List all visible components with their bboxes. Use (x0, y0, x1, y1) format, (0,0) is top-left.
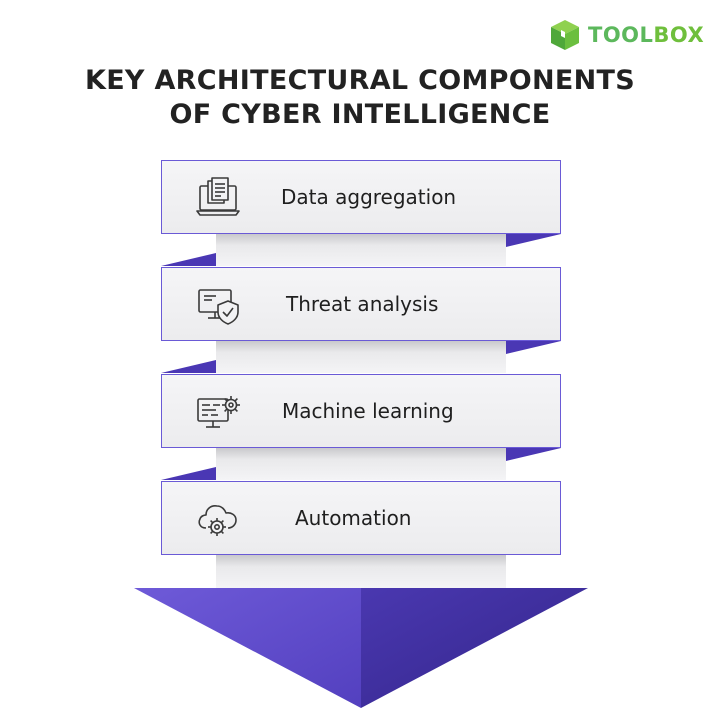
toolbox-logo: TOOLBOX (548, 20, 704, 50)
documents-laptop-icon (196, 177, 240, 216)
component-card-data-aggregation: Data aggregation (161, 160, 561, 234)
component-label: Machine learning (282, 399, 454, 423)
connector-strip (216, 555, 506, 588)
monitor-shield-icon (198, 289, 239, 325)
fold-left (161, 467, 216, 480)
fold-left (161, 360, 216, 373)
component-card-machine-learning: Machine learning (161, 374, 561, 448)
fold-left (161, 253, 216, 266)
monitor-gear-icon (197, 396, 240, 428)
component-label: Automation (295, 506, 412, 530)
page-title: KEY ARCHITECTURAL COMPONENTS OF CYBER IN… (20, 64, 700, 132)
fold-right (506, 341, 561, 354)
logo-text: TOOLBOX (588, 22, 705, 47)
connector-strip (216, 341, 506, 373)
component-label: Data aggregation (281, 185, 457, 209)
component-card-threat-analysis: Threat analysis (161, 267, 561, 341)
logo-text-box: BOX (653, 22, 705, 47)
fold-right (506, 234, 561, 247)
arrow-head-left (134, 588, 361, 708)
cloud-gear-icon (198, 505, 237, 536)
connector-strip (216, 234, 506, 266)
arrow-head-right (361, 588, 588, 708)
fold-right (506, 448, 561, 461)
connector-strip (216, 448, 506, 480)
logo-text-tool: TOOL (588, 22, 654, 47)
page-title-line-1: KEY ARCHITECTURAL COMPONENTS (84, 65, 636, 96)
component-card-automation: Automation (161, 481, 561, 555)
page-title-line-2: OF CYBER INTELLIGENCE (169, 99, 551, 130)
component-label: Threat analysis (286, 292, 439, 316)
cube-logo-icon (551, 20, 579, 50)
